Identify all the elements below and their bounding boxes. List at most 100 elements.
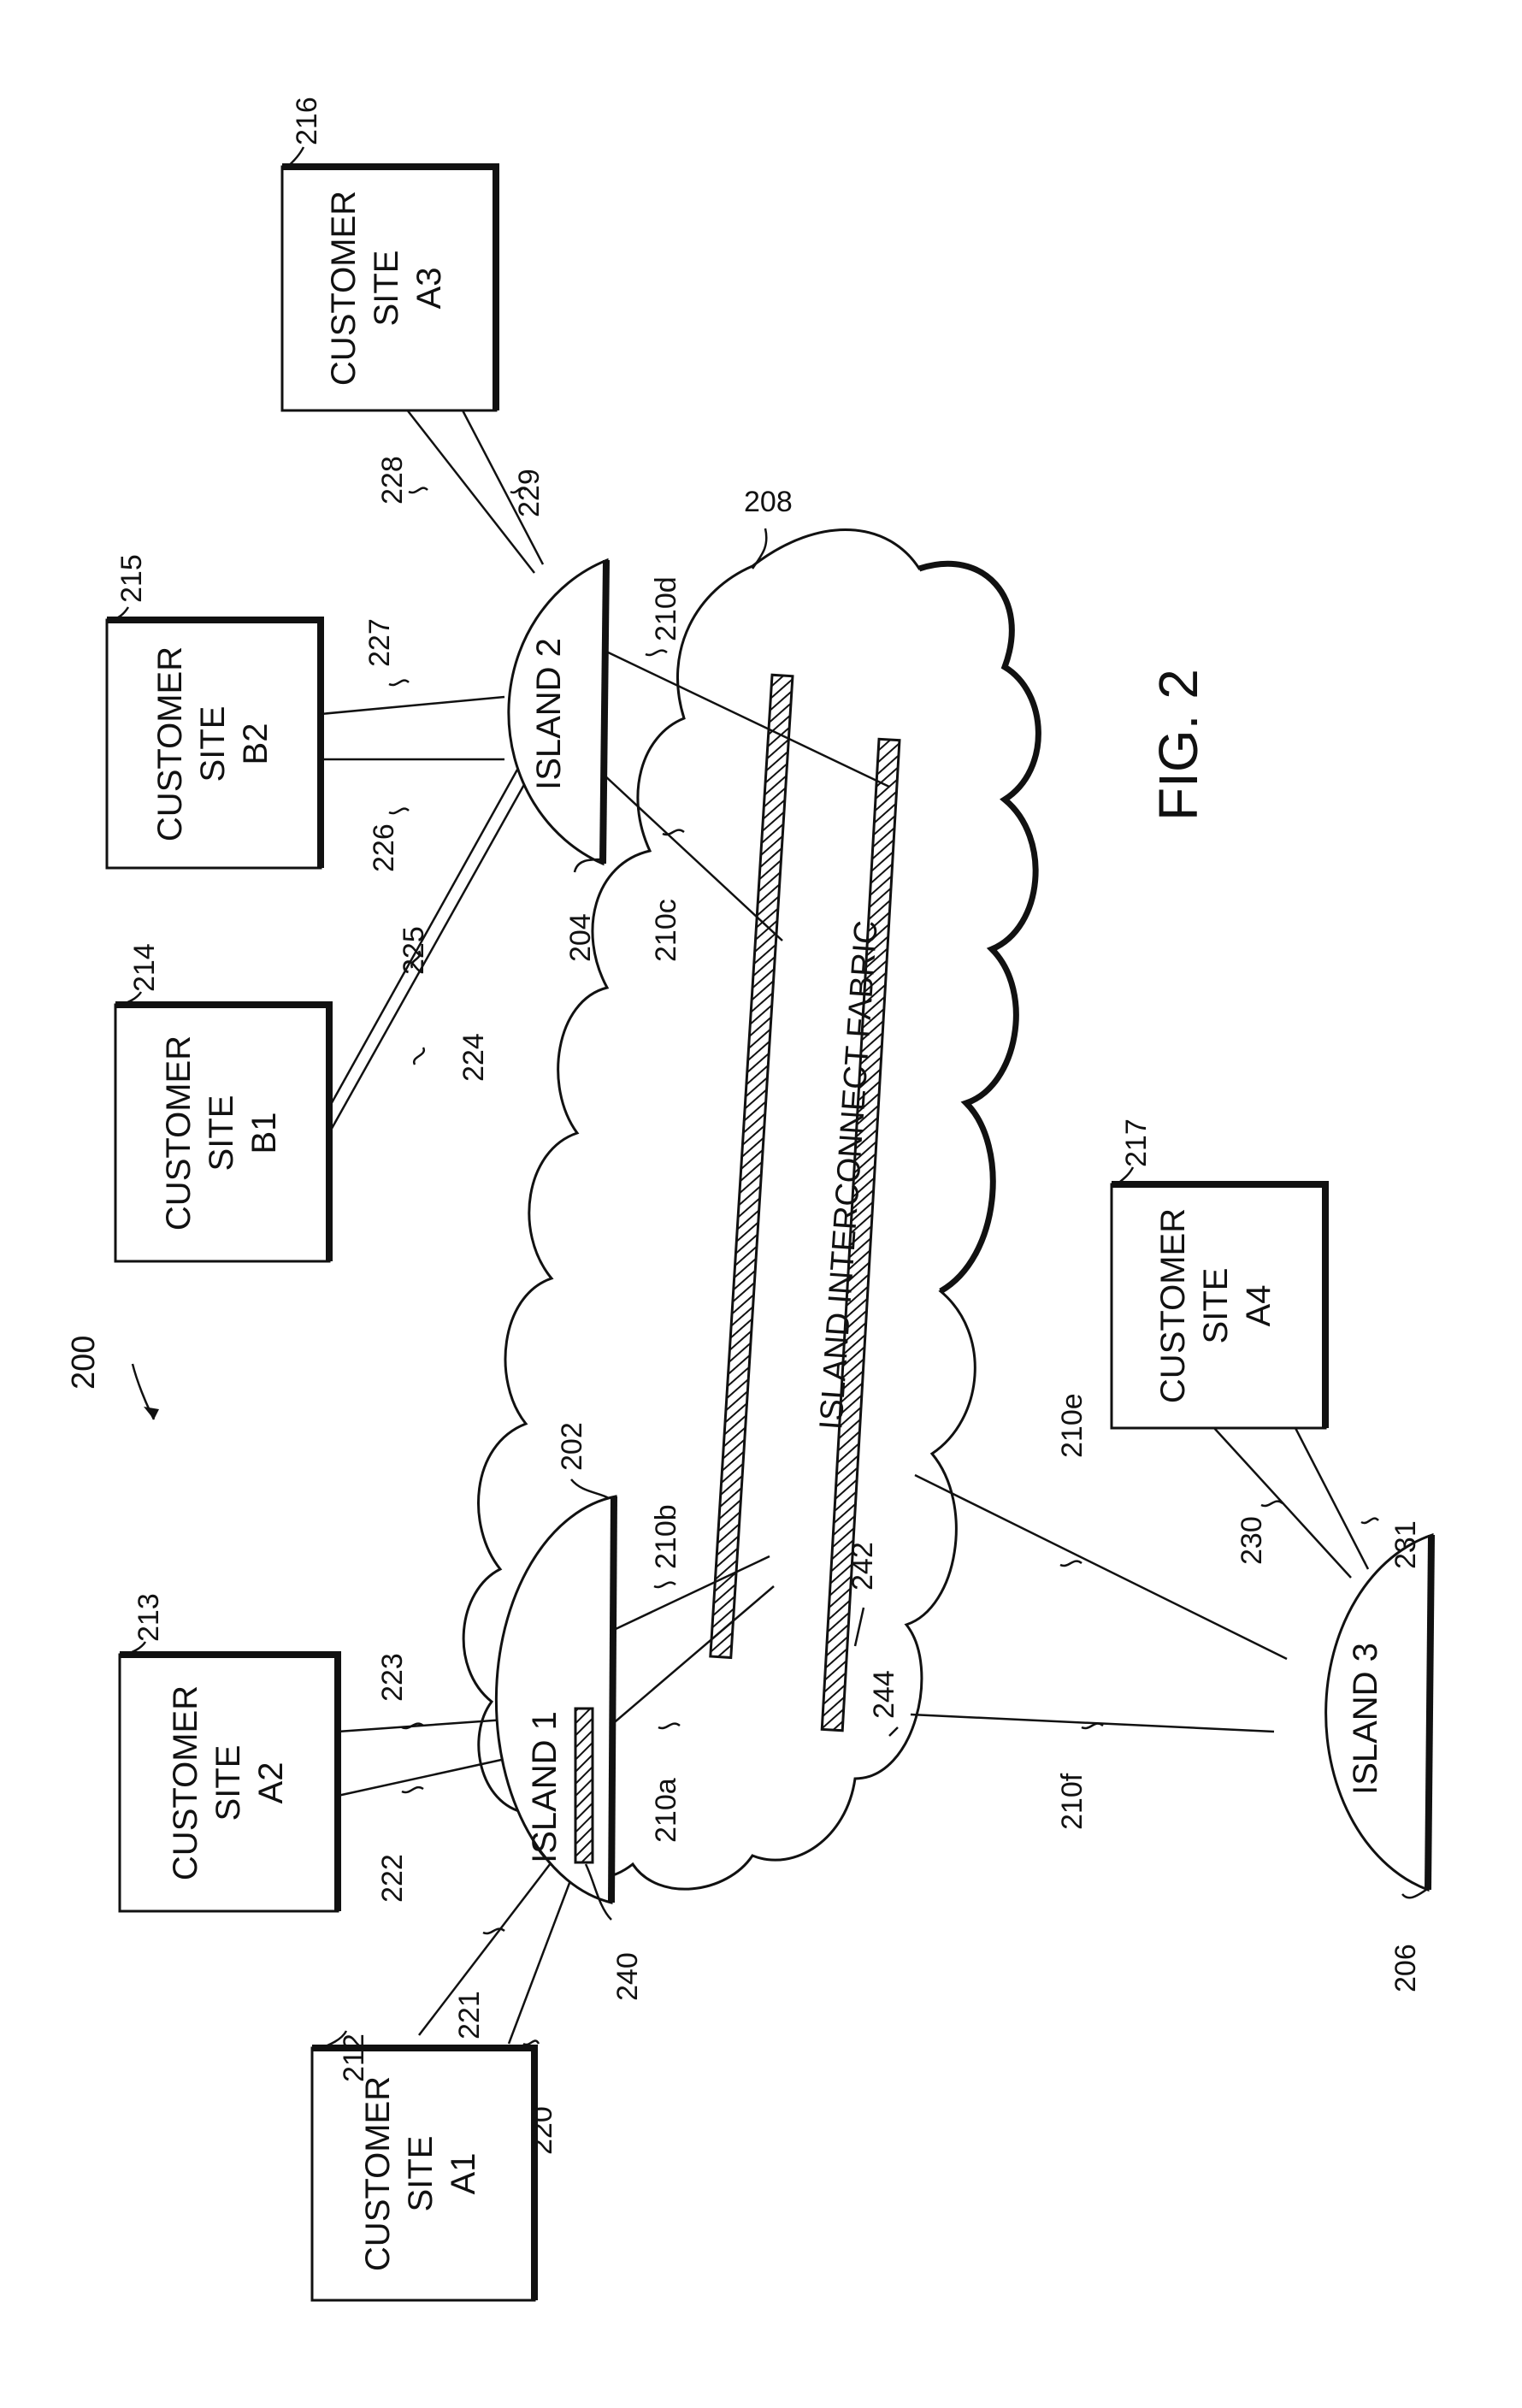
figure-ref: 200 [66, 1336, 102, 1390]
link-224 [327, 773, 532, 1134]
site-a2-line1: CUSTOMER [167, 1685, 204, 1880]
site-a1-line2: SITE [402, 2136, 439, 2212]
ref-230-leader [1260, 1500, 1283, 1508]
island-3: ISLAND 3 206 [1324, 1532, 1435, 1992]
link-231 [1294, 1427, 1370, 1570]
ref-228-leader [408, 487, 428, 494]
island-1: ISLAND 1 202 240 [494, 1422, 644, 2001]
bar-242-ref: 242 [847, 1542, 879, 1591]
site-a3-ref: 216 [291, 97, 323, 145]
site-a3-line3: A3 [410, 268, 448, 310]
ref-210e-leader [1059, 1560, 1083, 1567]
site-a2-box [118, 1653, 339, 1913]
site-a4-line3: A4 [1240, 1285, 1277, 1327]
customer-site-b2: CUSTOMER SITE B2 215 [105, 554, 324, 870]
link-225 [327, 769, 519, 1108]
fabric-ref-leader [751, 528, 768, 570]
ref-224-leader [412, 1047, 426, 1065]
ref-221-leader [482, 1927, 505, 1935]
ref-210f: 210f [1056, 1773, 1088, 1830]
site-a4-ref: 217 [1120, 1118, 1153, 1167]
ref-210c: 210c [650, 899, 682, 962]
site-a1-line1: CUSTOMER [359, 2076, 397, 2271]
ref-227-leader [388, 679, 410, 687]
site-a1-shadow [312, 2045, 538, 2300]
site-a1-line3: A1 [445, 2153, 482, 2195]
island-1-ref: 202 [556, 1422, 588, 1471]
link-210b [615, 1555, 770, 1631]
link-220 [507, 1850, 583, 2045]
ref-222: 222 [376, 1854, 409, 1903]
bar-244-leader [888, 1726, 899, 1737]
site-a4-line1: CUSTOMER [1154, 1208, 1192, 1403]
fabric-cloud-shadow [917, 560, 1041, 1295]
site-a4-box [1110, 1183, 1327, 1430]
ref-210f-leader [1081, 1722, 1104, 1730]
site-b1-shadow [115, 1001, 333, 1261]
figure-ref-200: 200 [66, 1336, 159, 1420]
ref-221: 221 [453, 1991, 486, 2039]
ref-210e: 210e [1056, 1393, 1088, 1458]
customer-site-b1: CUSTOMER SITE B1 214 [114, 943, 333, 1263]
island-2: ISLAND 2 204 [507, 558, 610, 962]
site-a1-ref: 212 [338, 2033, 370, 2082]
fabric-bar-244 [820, 737, 901, 1732]
ref-231-leader [1360, 1517, 1379, 1525]
site-a2-ref-leader [123, 1641, 147, 1657]
ref-224: 224 [457, 1033, 490, 1082]
link-210d [602, 648, 890, 788]
site-b2-ref: 215 [115, 554, 148, 603]
site-b2-shadow [107, 617, 324, 868]
site-a3-line2: SITE [368, 251, 405, 327]
ref-223: 223 [376, 1653, 409, 1702]
ref-223-leader [401, 1722, 424, 1730]
ref-225: 225 [398, 926, 430, 975]
island-3-ref-leader [1401, 1888, 1427, 1899]
ref-210d-leader [645, 649, 668, 657]
site-a4-shadow [1112, 1181, 1329, 1428]
island-2-label: ISLAND 2 [530, 638, 568, 790]
island-1-bar-leader [584, 1863, 612, 1921]
island-3-label: ISLAND 3 [1347, 1643, 1384, 1795]
ref-210a: 210a [650, 1778, 682, 1843]
island-2-ref: 204 [564, 913, 597, 962]
site-b1-line3: B1 [245, 1113, 283, 1154]
link-210c [602, 773, 783, 941]
site-b1-box [114, 1003, 331, 1263]
link-refs: 220 221 222 223 224 225 226 227 228 229 … [363, 456, 1422, 2155]
site-a3-ref-leader [286, 146, 305, 168]
site-b2-line1: CUSTOMER [151, 646, 189, 841]
bar-244-ref: 244 [868, 1670, 900, 1719]
fabric-ref: 208 [744, 486, 793, 518]
ref-210a-leader [658, 1722, 681, 1730]
ref-228: 228 [376, 456, 409, 505]
customer-site-a4: CUSTOMER SITE A4 217 [1110, 1118, 1329, 1430]
ref-220-leader [522, 2039, 540, 2046]
island-1-flat-edge [608, 1496, 617, 1903]
ref-226-leader [388, 807, 410, 815]
ref-227: 227 [363, 618, 396, 667]
site-b1-ref-leader [119, 991, 143, 1007]
island-3-shape [1324, 1532, 1434, 1892]
ref-230: 230 [1236, 1516, 1268, 1565]
ref-220: 220 [526, 2106, 558, 2155]
ref-231: 231 [1389, 1520, 1422, 1569]
island-1-bar-ref: 240 [611, 1952, 644, 2001]
site-a2-shadow [120, 1651, 341, 1911]
customer-site-a1: CUSTOMER SITE A1 212 [310, 2030, 538, 2302]
link-222 [337, 1756, 514, 1797]
island-2-flat-edge [599, 559, 610, 865]
link-210f [910, 1713, 1275, 1733]
link-221 [418, 1833, 574, 2036]
site-b2-line2: SITE [194, 706, 232, 782]
link-227 [320, 695, 505, 716]
link-223 [337, 1717, 518, 1733]
site-a2-line2: SITE [209, 1745, 247, 1821]
ref-210b-leader [653, 1581, 676, 1589]
island-1-label: ISLAND 1 [526, 1711, 563, 1863]
island-3-flat-edge [1425, 1534, 1435, 1891]
links [320, 408, 1370, 2045]
ref-226: 226 [368, 823, 400, 872]
site-a2-line3: A2 [252, 1762, 290, 1804]
